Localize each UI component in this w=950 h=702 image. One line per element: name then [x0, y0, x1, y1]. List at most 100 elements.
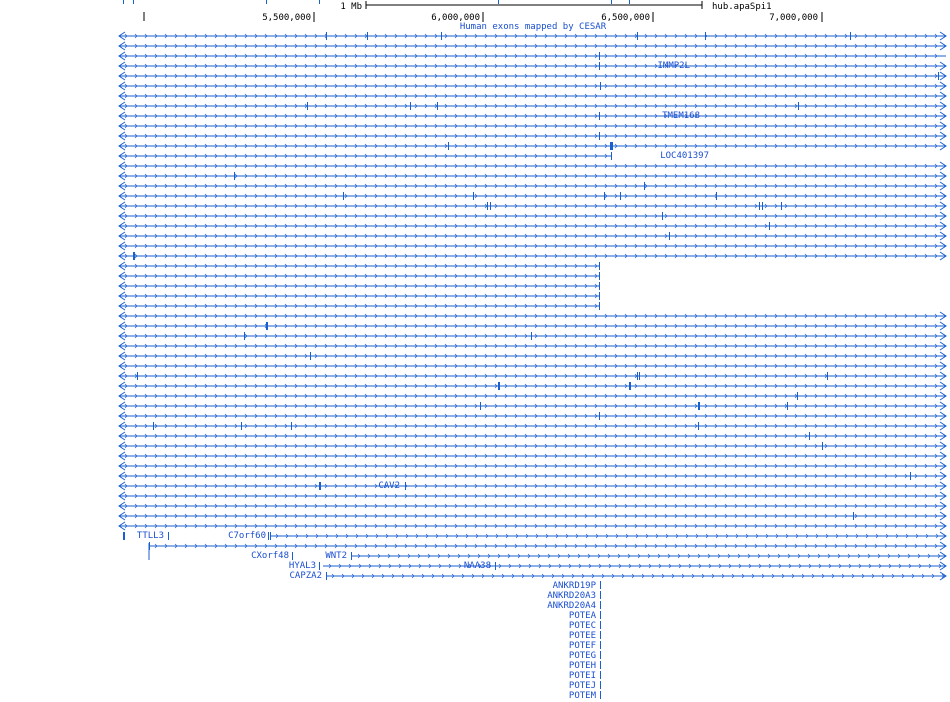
gene-label[interactable]: HYAL3 [289, 561, 316, 571]
strand-chevron [734, 323, 738, 329]
strand-chevron [584, 493, 588, 499]
gene-label[interactable]: POTEJ [569, 681, 596, 691]
strand-chevron [134, 323, 138, 329]
strand-chevron [644, 373, 648, 379]
gene-label[interactable]: POTEE [569, 631, 596, 641]
strand-chevron [124, 113, 128, 119]
gene-label[interactable]: TTLL3 [137, 531, 164, 541]
strand-chevron [684, 383, 688, 389]
strand-chevron [484, 73, 488, 79]
track-title[interactable]: Human exons mapped by CESAR [460, 22, 607, 32]
gene-label[interactable]: POTEF [569, 641, 596, 651]
gene-label[interactable]: POTEC [569, 621, 596, 631]
strand-chevron [314, 463, 318, 469]
strand-chevron [814, 213, 818, 219]
strand-chevron [894, 123, 898, 129]
strand-chevron [534, 503, 538, 509]
strand-chevron [684, 543, 688, 549]
strand-chevron [544, 303, 548, 309]
strand-chevron [194, 273, 198, 279]
strand-chevron [504, 303, 508, 309]
strand-chevron [714, 143, 718, 149]
gene-label[interactable]: ANKRD19P [553, 581, 597, 591]
gene-label[interactable]: CAPZA2 [289, 571, 322, 581]
strand-chevron [614, 503, 618, 509]
strand-chevron [394, 503, 398, 509]
strand-chevron [744, 233, 748, 239]
gene-label[interactable]: POTEH [569, 661, 596, 671]
strand-chevron [904, 33, 908, 39]
strand-chevron [695, 533, 699, 539]
strand-chevron [184, 63, 188, 69]
strand-chevron [724, 173, 728, 179]
strand-chevron [874, 333, 878, 339]
strand-chevron [154, 113, 158, 119]
strand-chevron [554, 463, 558, 469]
strand-chevron [548, 563, 552, 569]
strand-chevron [244, 413, 248, 419]
strand-chevron [534, 243, 538, 249]
strand-chevron [274, 313, 278, 319]
strand-chevron [154, 403, 158, 409]
strand-chevron [814, 483, 818, 489]
strand-chevron [334, 123, 338, 129]
gene-label[interactable]: TMEM168 [662, 111, 700, 121]
gene-label[interactable]: POTEI [569, 671, 596, 681]
strand-chevron [354, 353, 358, 359]
strand-chevron [194, 313, 198, 319]
strand-chevron [367, 553, 371, 559]
strand-chevron [174, 273, 178, 279]
gene-label[interactable]: NAA38 [464, 561, 491, 571]
gene-label[interactable]: CAV2 [378, 481, 400, 491]
strand-chevron [834, 493, 838, 499]
strand-chevron [864, 173, 868, 179]
strand-chevron [864, 213, 868, 219]
strand-chevron [874, 163, 878, 169]
strand-chevron [444, 173, 448, 179]
strand-chevron [474, 313, 478, 319]
strand-chevron [124, 323, 128, 329]
strand-chevron [424, 173, 428, 179]
strand-chevron [314, 133, 318, 139]
strand-chevron [524, 453, 528, 459]
right-arrow-icon [939, 231, 947, 241]
strand-chevron [534, 303, 538, 309]
strand-chevron [164, 543, 168, 549]
gene-label[interactable]: IMMP2L [657, 61, 690, 71]
strand-chevron [684, 413, 688, 419]
strand-chevron [374, 293, 378, 299]
strand-chevron [214, 463, 218, 469]
strand-chevron [844, 383, 848, 389]
strand-chevron [744, 483, 748, 489]
strand-chevron [674, 53, 678, 59]
gene-label[interactable]: POTEM [569, 691, 597, 701]
strand-chevron [604, 203, 608, 209]
strand-chevron [624, 253, 628, 259]
gene-label[interactable]: POTEG [569, 651, 596, 661]
gene-label[interactable]: ANKRD20A3 [547, 591, 596, 601]
strand-chevron [804, 253, 808, 259]
strand-chevron [484, 173, 488, 179]
strand-chevron [324, 353, 328, 359]
strand-chevron [914, 453, 918, 459]
strand-chevron [914, 513, 918, 519]
gene-label[interactable]: LOC401397 [660, 151, 709, 161]
strand-chevron [784, 443, 788, 449]
gene-label[interactable]: C7orf60 [228, 531, 266, 541]
strand-chevron [364, 293, 368, 299]
gene-label[interactable]: CXorf48 [251, 551, 289, 561]
strand-chevron [424, 513, 428, 519]
strand-chevron [274, 353, 278, 359]
strand-chevron [784, 373, 788, 379]
strand-chevron [794, 493, 798, 499]
strand-chevron [554, 223, 558, 229]
strand-chevron [934, 73, 938, 79]
strand-chevron [394, 493, 398, 499]
gene-label[interactable]: WNT2 [325, 551, 347, 561]
gene-label[interactable]: ANKRD20A4 [547, 601, 596, 611]
strand-chevron [295, 533, 299, 539]
strand-chevron [164, 363, 168, 369]
gene-label[interactable]: POTEA [569, 611, 597, 621]
strand-chevron [534, 333, 538, 339]
strand-chevron [824, 53, 828, 59]
